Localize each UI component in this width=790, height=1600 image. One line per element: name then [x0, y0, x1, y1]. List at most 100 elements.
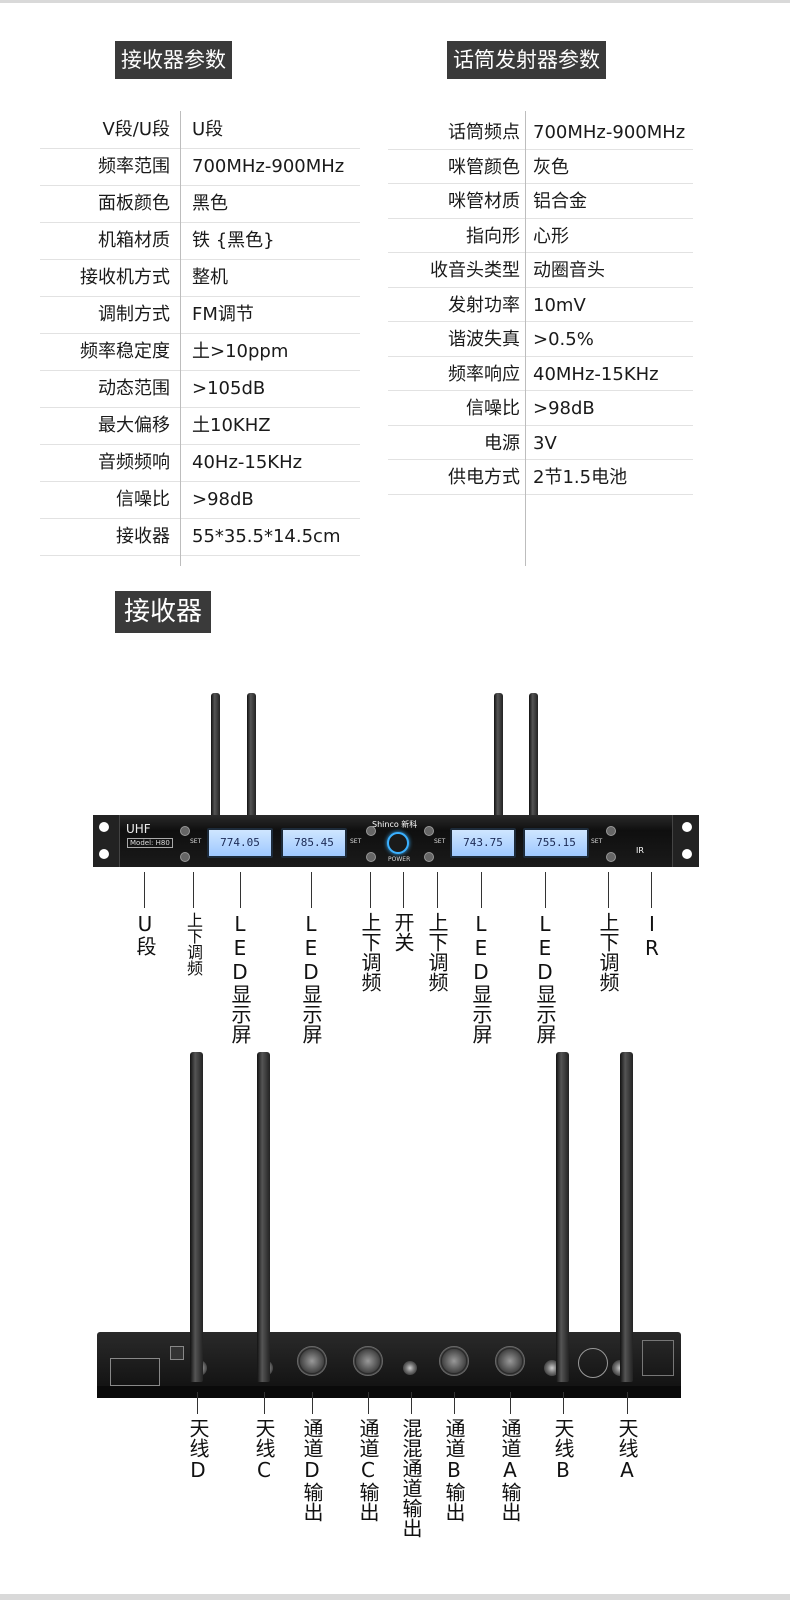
antenna-1: [211, 693, 220, 817]
channel-d-xlr: [297, 1346, 327, 1376]
spec-value: 黑色: [192, 193, 228, 214]
rack-hole-tr: [682, 822, 692, 832]
callout-freq-4: 上下调频: [596, 912, 620, 992]
power-label: POWER: [388, 856, 411, 863]
freq-down-button-2[interactable]: [366, 852, 376, 862]
freq-down-button-3[interactable]: [424, 852, 434, 862]
power-button[interactable]: [387, 832, 409, 854]
spec-label: 动态范围: [98, 378, 170, 399]
receiver-heading: 接收器: [115, 591, 212, 633]
lcd-display-4: 755.15: [523, 828, 589, 858]
leader-freq-2: [370, 872, 371, 908]
row-divider: [388, 355, 693, 357]
mic-table-divider: [525, 111, 526, 566]
callout-u-band: U段: [133, 912, 157, 956]
row-divider: [388, 321, 693, 322]
spec-label: 信噪比: [116, 489, 170, 510]
top-border: [0, 0, 790, 3]
leader-mix: [411, 1392, 412, 1414]
set-label-3: SET: [434, 838, 446, 845]
spec-value: 2节1.5电池: [533, 467, 628, 488]
freq-up-button-2[interactable]: [366, 826, 376, 836]
certification-mark: [578, 1348, 608, 1378]
callout-antenna-b: 天线B: [551, 1418, 575, 1482]
spec-value: >98dB: [192, 489, 254, 510]
leader-freq-4: [608, 872, 609, 908]
spec-label: 机箱材质: [98, 230, 170, 251]
spec-label: 最大偏移: [98, 415, 170, 436]
row-divider: [388, 252, 693, 253]
dc-power-jack: [170, 1346, 184, 1360]
spec-label: 调制方式: [98, 304, 170, 325]
row-divider: [40, 481, 360, 482]
spec-value: >98dB: [533, 398, 595, 419]
spec-value: 55*35.5*14.5cm: [192, 526, 341, 547]
set-label-2: SET: [350, 838, 362, 845]
row-divider: [388, 390, 693, 391]
callout-channel-b: 通道B输出: [442, 1418, 466, 1522]
channel-b-xlr: [439, 1346, 469, 1376]
spec-value: >105dB: [192, 378, 266, 399]
callout-mix: 混混通道输出: [399, 1418, 423, 1538]
leader-antenna-a: [627, 1392, 628, 1414]
callout-channel-d: 通道D输出: [300, 1418, 324, 1522]
receiver-params-heading: 接收器参数: [115, 41, 232, 79]
freq-up-button-4[interactable]: [606, 826, 616, 836]
row-divider: [388, 424, 693, 426]
antenna-3: [494, 693, 503, 817]
callout-antenna-a: 天线A: [615, 1418, 639, 1482]
row-divider: [40, 555, 360, 556]
spec-label: 收音头类型: [430, 260, 520, 281]
rear-antenna-c: [257, 1052, 270, 1382]
leader-antenna-b: [563, 1392, 564, 1414]
callout-power: 开关: [391, 912, 415, 952]
spec-label: V段/U段: [102, 119, 170, 140]
spec-value: 40Hz-15KHz: [192, 452, 303, 473]
row-divider: [40, 518, 360, 519]
lcd-display-3: 743.75: [450, 828, 516, 858]
leader-channel-b: [454, 1392, 455, 1414]
row-divider: [388, 183, 693, 184]
row-divider: [388, 217, 693, 219]
spec-label: 电源: [484, 432, 520, 454]
spec-value: 700MHz-900MHz: [533, 122, 686, 143]
spec-value: 铁 {黑色}: [192, 230, 275, 251]
callout-freq-1: 上下调频: [184, 912, 203, 976]
rear-info-label: [642, 1340, 674, 1376]
freq-down-button-1[interactable]: [180, 852, 190, 862]
row-divider: [40, 222, 360, 223]
lcd-display-1: 774.05: [207, 828, 273, 858]
row-divider: [388, 459, 693, 460]
callout-antenna-d: 天线D: [186, 1418, 210, 1482]
spec-value: 整机: [192, 267, 228, 288]
warning-label: [110, 1358, 160, 1386]
leader-channel-d: [312, 1392, 313, 1414]
set-label-4: SET: [591, 838, 603, 845]
spec-value: U段: [192, 119, 224, 140]
leader-led-1: [240, 872, 241, 908]
spec-value: 铝合金: [533, 191, 587, 212]
spec-value: >0.5%: [533, 329, 594, 350]
row-divider: [388, 286, 693, 288]
row-divider: [40, 185, 360, 186]
freq-up-button-3[interactable]: [424, 826, 434, 836]
leader-channel-c: [368, 1392, 369, 1414]
spec-label: 咪管材质: [448, 191, 520, 212]
spec-value: 700MHz-900MHz: [192, 156, 345, 177]
ir-label: IR: [636, 846, 644, 855]
spec-label: 音频频响: [98, 452, 170, 473]
callout-ir: IR: [640, 912, 664, 960]
callout-led-4: LED显示屏: [533, 912, 557, 1044]
leader-ir: [651, 872, 652, 908]
leader-freq-3: [437, 872, 438, 908]
freq-up-button-1[interactable]: [180, 826, 190, 836]
rear-antenna-b: [556, 1052, 569, 1382]
channel-c-xlr: [353, 1346, 383, 1376]
spec-label: 接收机方式: [80, 267, 170, 288]
callout-freq-3: 上下调频: [425, 912, 449, 992]
leader-led-3: [481, 872, 482, 908]
uhf-label: UHF: [126, 822, 151, 836]
callout-led-2: LED显示屏: [299, 912, 323, 1044]
freq-down-button-4[interactable]: [606, 852, 616, 862]
leader-channel-a: [510, 1392, 511, 1414]
